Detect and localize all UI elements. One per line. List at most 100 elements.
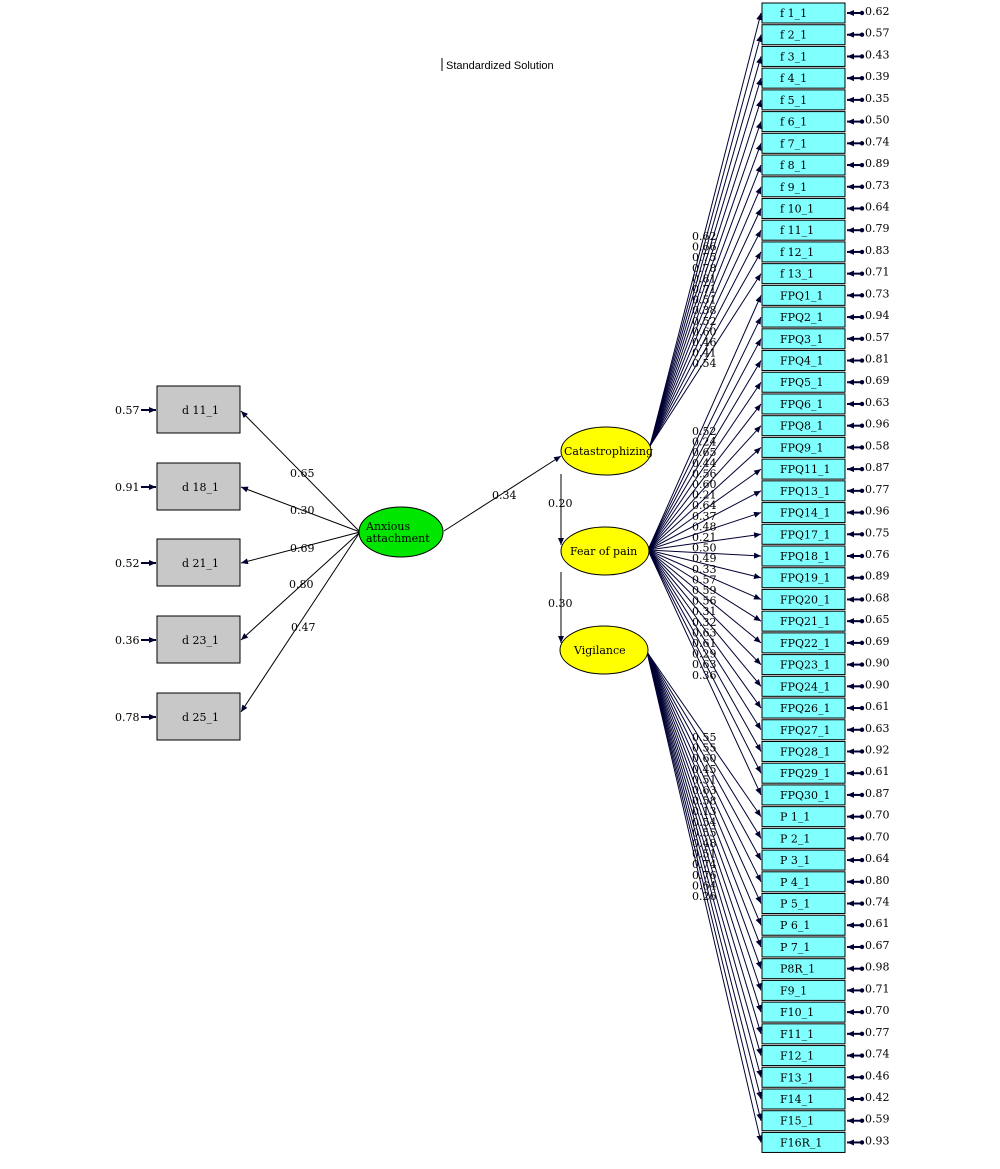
loading-label: 0.52 — [692, 315, 717, 328]
error-variance-label: 0.73 — [865, 179, 890, 192]
indicator-box — [761, 436, 846, 458]
measurement-path — [646, 651, 762, 926]
fear-of-pain-ellipse — [560, 526, 650, 576]
error-dot — [859, 662, 865, 667]
error-dot — [859, 162, 865, 168]
indicator-name: FPQ21_1 — [780, 615, 831, 628]
indicator-box — [761, 1066, 846, 1088]
left-indicator-name: d 11_1 — [182, 404, 219, 417]
loading-label: 0.52 — [692, 425, 717, 438]
fear-of-pain-label: Fear of pain — [570, 545, 637, 558]
loading-label: 0.59 — [692, 584, 717, 597]
error-variance-label: 0.90 — [865, 678, 890, 691]
loading-label: 0.60 — [692, 478, 717, 491]
error-variance-label: 0.75 — [865, 526, 890, 539]
error-variance-label: 0.71 — [865, 982, 890, 995]
error-dot — [859, 10, 865, 16]
error-dot — [859, 141, 865, 146]
measurement-path — [649, 12, 763, 447]
error-variance-label: 0.81 — [865, 353, 890, 366]
indicator-box — [761, 371, 846, 393]
loading-label: 0.48 — [692, 837, 717, 850]
left-indicator-name: d 25_1 — [182, 711, 219, 724]
error-dot — [859, 988, 865, 993]
indicator-box — [761, 523, 846, 545]
error-dot — [859, 705, 865, 711]
measurement-path — [647, 549, 762, 731]
latent-fear-of-pain: Fear of pain — [560, 526, 650, 576]
indicator-name: FPQ28_1 — [780, 745, 831, 758]
error-variance-label: 0.89 — [865, 570, 890, 583]
loading-label: 0.48 — [692, 520, 717, 533]
indicator-box — [761, 740, 846, 762]
loading-label: 0.21 — [692, 489, 717, 502]
indicator-name: FPQ18_1 — [780, 550, 831, 563]
measurement-path — [646, 651, 762, 817]
indicator-box — [761, 132, 846, 154]
left-indicator-name: d 18_1 — [182, 481, 219, 494]
loading-label: 0.64 — [692, 879, 717, 892]
indicator-name: FPQ5_1 — [780, 376, 824, 389]
error-variance-label: 0.63 — [865, 722, 890, 735]
indicator-name: P8R_1 — [780, 963, 815, 976]
error-dot — [859, 814, 865, 819]
measurement-path — [647, 549, 762, 644]
error-dot — [859, 380, 865, 385]
error-variance-label: 0.87 — [865, 461, 890, 474]
error-variance-label: 0.42 — [865, 1091, 890, 1104]
loading-label: 0.50 — [692, 542, 717, 555]
measurement-path — [649, 121, 762, 447]
path-anxious-to-catastrophizing — [443, 455, 562, 532]
anxious-attachment-indicators: d 11_10.570.65d 18_10.910.30d 21_10.520.… — [115, 385, 361, 741]
error-variance-label: 0.68 — [865, 591, 890, 604]
indicator-box — [761, 111, 846, 133]
indicator-name: FPQ2_1 — [780, 311, 824, 324]
indicator-name: P 7_1 — [780, 941, 810, 954]
loading-path — [240, 531, 361, 641]
indicator-box — [761, 979, 846, 1001]
error-dot — [859, 97, 865, 103]
loading-label: 0.62 — [692, 230, 717, 243]
indicator-name: F12_1 — [780, 1050, 814, 1063]
measurement-path — [646, 651, 762, 1056]
error-dot — [859, 119, 865, 124]
error-dot — [859, 1140, 865, 1145]
error-variance-label: 0.58 — [865, 439, 890, 452]
error-dot — [859, 923, 865, 928]
indicator-box — [761, 1088, 846, 1110]
indicator-name: f 4_1 — [780, 72, 807, 85]
error-dot — [859, 488, 865, 494]
measurement-path — [647, 549, 762, 579]
indicator-box — [761, 393, 846, 415]
left-indicator-box — [156, 692, 241, 741]
loading-label: 0.65 — [692, 446, 717, 459]
error-variance-label: 0.61 — [865, 765, 890, 778]
indicator-box — [761, 241, 846, 263]
indicator-box — [761, 328, 846, 350]
indicator-box — [761, 762, 846, 784]
indicator-box — [761, 654, 846, 676]
error-dot — [859, 1075, 865, 1080]
error-variance-label: 0.91 — [115, 481, 140, 494]
loading-path — [240, 531, 361, 713]
left-indicator-box — [156, 615, 241, 664]
catastrophizing-ellipse — [560, 426, 652, 476]
latent-vigilance: Vigilance — [559, 625, 649, 675]
error-variance-label: 0.77 — [865, 483, 890, 496]
error-dot — [859, 336, 865, 341]
loading-label: 0.65 — [290, 467, 315, 480]
error-dot — [859, 445, 865, 450]
error-variance-label: 0.74 — [865, 135, 890, 148]
indicator-name: FPQ1_1 — [780, 289, 824, 302]
indicator-name: f 5_1 — [780, 94, 807, 107]
loading-label: 0.63 — [692, 626, 717, 639]
indicator-box — [761, 284, 846, 306]
indicator-box — [761, 936, 846, 958]
indicator-box — [761, 176, 846, 198]
loading-label: 0.55 — [692, 826, 717, 839]
measurement-path — [646, 651, 762, 1034]
indicator-name: F15_1 — [780, 1115, 814, 1128]
left-indicator-name: d 23_1 — [182, 634, 219, 647]
indicator-box — [761, 1023, 846, 1045]
loading-label: 0.71 — [692, 283, 717, 296]
